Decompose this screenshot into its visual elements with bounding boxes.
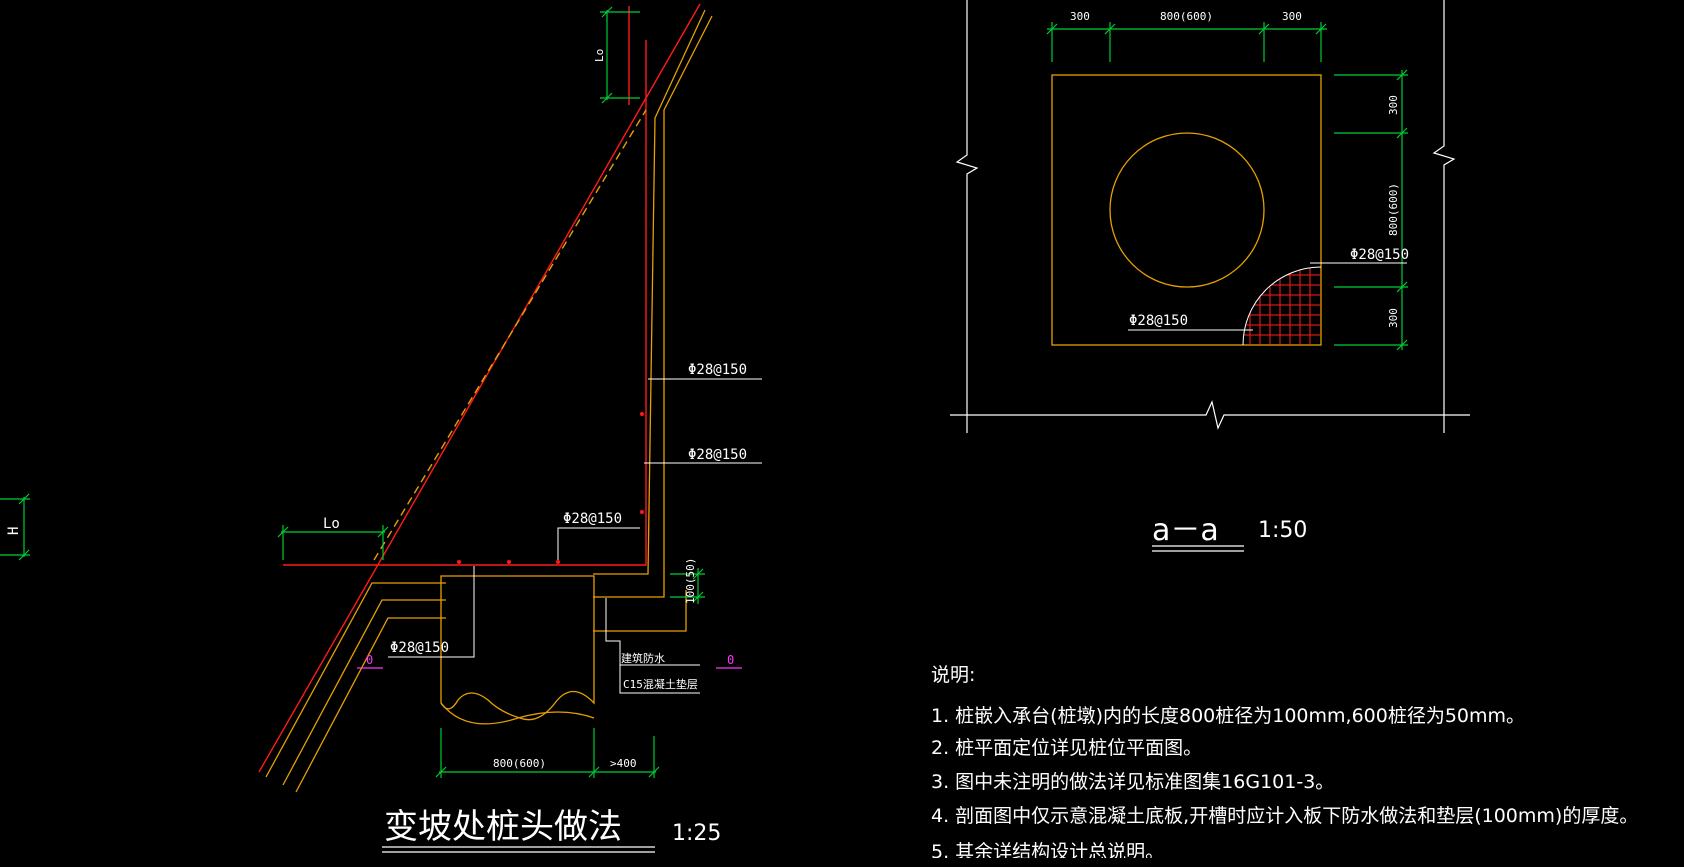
pile-cap-outline <box>1051 74 1322 346</box>
dim-lo-left-label: Lo <box>323 516 340 532</box>
pile-circle <box>1109 132 1265 288</box>
left-title-underline <box>382 846 655 853</box>
rebar-hatch-corner <box>1242 266 1322 346</box>
cushion-label: C15混凝土垫层 <box>623 677 698 691</box>
section-rebar-b: Φ28@150 <box>1129 313 1188 329</box>
dim-lo-top <box>600 6 640 104</box>
section-title: a－a <box>1152 513 1219 548</box>
dim-top-section <box>1046 22 1327 62</box>
rebar-leaders <box>388 378 762 694</box>
rebar-label-1: Φ28@150 <box>688 362 747 378</box>
dim-bottom <box>435 728 660 778</box>
section-leaders <box>1128 262 1407 331</box>
dim-side-label: >400 <box>610 757 637 770</box>
dim-right-2: 800(600) <box>1387 183 1400 236</box>
dim-h <box>0 493 30 561</box>
level-left-label: 0 <box>366 653 373 667</box>
notes-block: 说明: 1. 桩嵌入承台(桩墩)内的长度800桩径为100mm,600桩径为50… <box>931 664 1638 863</box>
section-rebar-a: Φ28@150 <box>1350 247 1409 263</box>
dim-lo-top-label: Lo <box>593 49 606 62</box>
viewport-bottom-edge <box>0 858 1684 867</box>
waterproof-label: 建筑防水 <box>621 651 665 665</box>
pile-body <box>440 575 595 725</box>
section-break-lines <box>950 0 1470 433</box>
note-item-4: 4. 剖面图中仅示意混凝土底板,开槽时应计入板下防水做法和垫层(100mm)的厚… <box>931 805 1638 827</box>
left-detail: Lo Lo H Φ28@150 Φ28@150 <box>0 3 762 853</box>
dim-top-3: 300 <box>1282 10 1302 23</box>
dim-right-section <box>1334 69 1408 351</box>
dim-100-50-label: 100(50) <box>684 558 697 604</box>
dim-top-1: 300 <box>1070 10 1090 23</box>
rebar-lines <box>258 3 701 773</box>
section-title-underline <box>1152 545 1244 552</box>
left-detail-scale: 1:25 <box>672 821 721 846</box>
note-item-1: 1. 桩嵌入承台(桩墩)内的长度800桩径为100mm,600桩径为50mm。 <box>931 705 1525 727</box>
dim-h-label: H <box>6 527 22 535</box>
dim-right-1: 300 <box>1387 95 1400 115</box>
rebar-dots <box>457 412 644 564</box>
rebar-label-4: Φ28@150 <box>390 640 449 656</box>
dim-pile-label: 800(600) <box>493 757 546 770</box>
level-right-label: 0 <box>727 653 734 667</box>
notes-heading: 说明: <box>931 664 975 686</box>
dim-lo-left <box>277 525 389 560</box>
dim-100-50 <box>670 568 705 604</box>
note-item-5: 5. 其余详结构设计总说明。 <box>931 841 1164 863</box>
rebar-label-3: Φ28@150 <box>563 511 622 527</box>
rebar-label-2: Φ28@150 <box>688 447 747 463</box>
dim-top-2: 800(600) <box>1160 10 1213 23</box>
dim-right-3: 300 <box>1387 308 1400 328</box>
section-scale: 1:50 <box>1258 518 1307 543</box>
right-section: 300 800(600) 300 300 800(600) 300 Φ28@15… <box>950 0 1470 552</box>
note-item-3: 3. 图中未注明的做法详见标准图集16G101-3。 <box>931 771 1334 793</box>
left-detail-title: 变坡处桩头做法 <box>384 807 622 847</box>
slope-concrete-lines <box>265 9 713 793</box>
note-item-2: 2. 桩平面定位详见桩位平面图。 <box>931 737 1202 759</box>
